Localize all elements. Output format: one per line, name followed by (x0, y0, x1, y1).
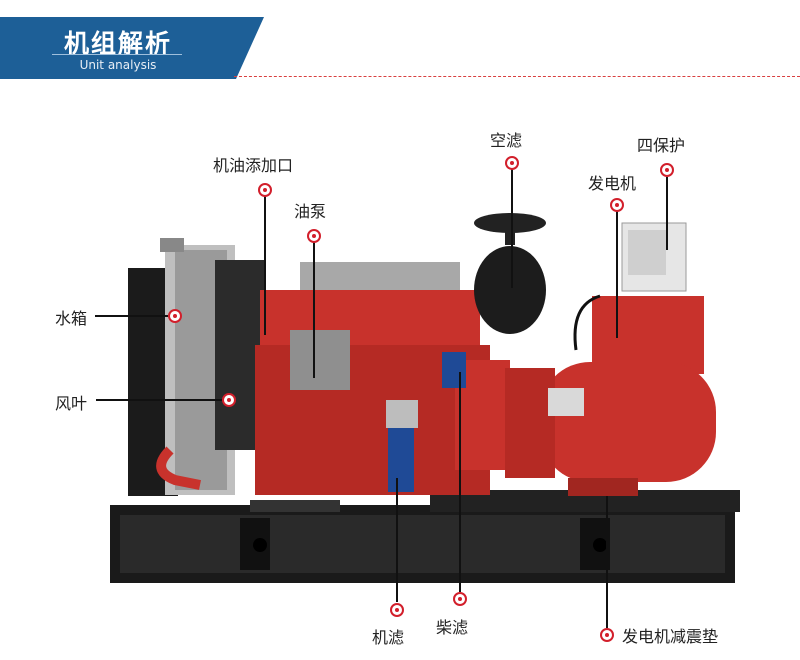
marker-fan (222, 393, 236, 407)
air-filter (474, 213, 546, 334)
label-diesel-filter: 柴滤 (436, 618, 469, 637)
protection-panel-display (628, 230, 666, 275)
label-water-tank: 水箱 (55, 309, 88, 328)
label-alternator-mount: 发电机减震垫 (622, 627, 719, 646)
section-header (0, 17, 236, 79)
section-subtitle: Unit analysis (79, 58, 157, 72)
label-fan: 风叶 (55, 394, 88, 413)
label-alternator: 发电机 (588, 174, 637, 193)
label-four-protection: 四保护 (637, 136, 686, 155)
marker-oil-filter (390, 603, 404, 617)
label-oil-filter: 机滤 (372, 628, 405, 647)
marker-oil-pump (307, 229, 321, 243)
marker-four-protection (660, 163, 674, 177)
marker-alternator-mount (600, 628, 614, 642)
engine-block (255, 262, 510, 495)
section-title-underline (52, 54, 182, 55)
alternator (505, 294, 716, 496)
marker-alternator (610, 198, 624, 212)
marker-water-tank (168, 309, 182, 323)
marker-air-filter (505, 156, 519, 170)
marker-oil-filler (258, 183, 272, 197)
section-header-corner (236, 17, 264, 79)
base-frame (110, 490, 740, 583)
header-dashed-divider (234, 76, 800, 77)
section-title: 机组解析 (63, 29, 172, 58)
label-oil-filler: 机油添加口 (213, 156, 294, 175)
label-air-filter: 空滤 (490, 131, 523, 150)
label-oil-pump: 油泵 (294, 202, 327, 221)
leader-lines (95, 163, 668, 628)
marker-diesel-filter (453, 592, 467, 606)
